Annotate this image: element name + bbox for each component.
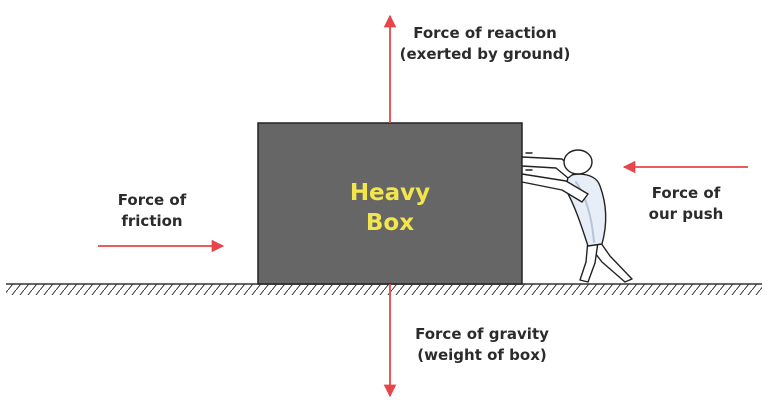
reaction-force-label-line2: (exerted by ground) [399,45,571,63]
ground-hatching [6,284,762,295]
friction-force-label-line2: friction [121,212,183,230]
push-force-label: Force of our push [636,183,736,225]
ground [6,283,762,295]
reaction-force-label: Force of reaction (exerted by ground) [390,23,580,65]
gravity-force-label: Force of gravity (weight of box) [392,324,572,366]
reaction-force-label-line1: Force of reaction [413,24,557,42]
person-pushing-icon [521,149,633,283]
gravity-force-label-line2: (weight of box) [417,346,547,364]
box-label-line2: Box [365,210,415,236]
gravity-force-label-line1: Force of gravity [415,325,549,343]
push-force-label-line1: Force of [651,184,721,202]
push-force-label-line2: our push [648,205,724,223]
friction-force-label: Force of friction [102,190,202,232]
friction-force-label-line1: Force of [117,191,187,209]
box-label-line1: Heavy [349,180,431,206]
box-label: Heavy Box [258,178,522,238]
